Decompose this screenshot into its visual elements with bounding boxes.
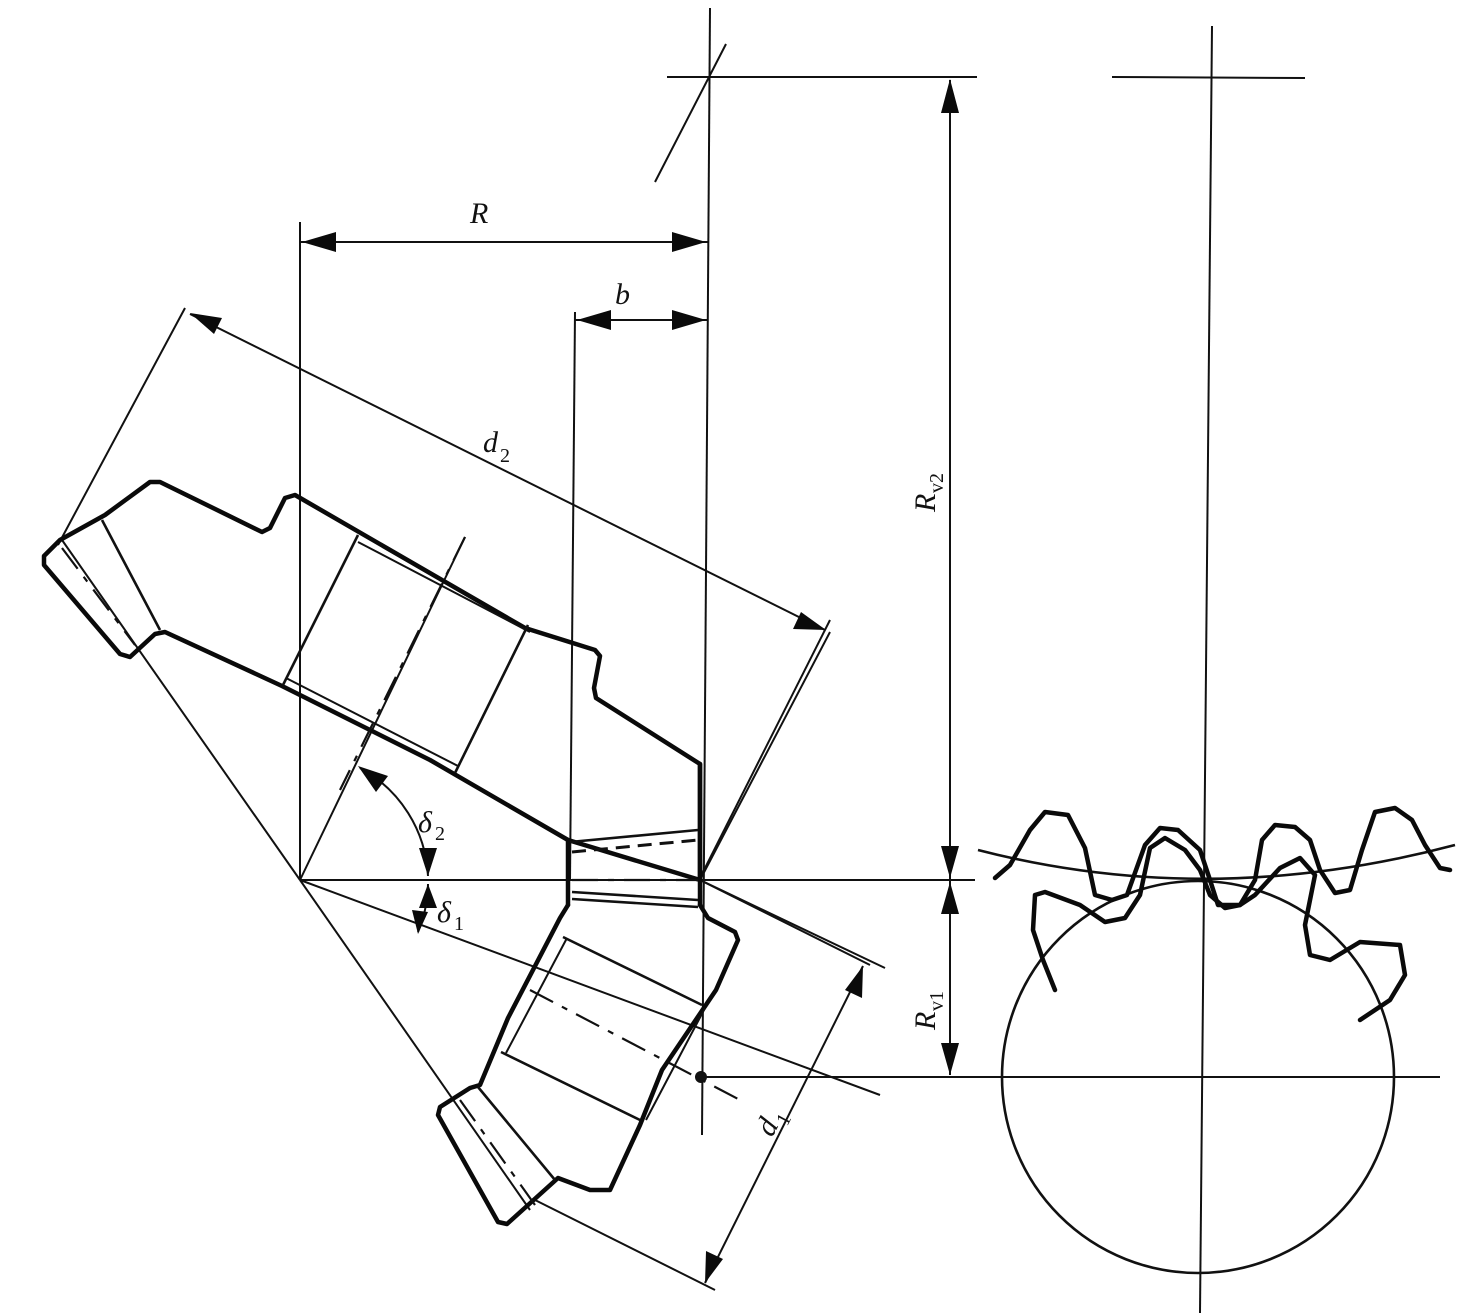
label-d2-sub: 2 [500,445,510,467]
label-b: b [615,278,630,311]
label-d2: d [483,426,499,459]
labels: R b d 2 δ 2 δ 1 R v2 R v1 d 1 [418,197,948,1141]
label-delta1-sub: 1 [454,913,464,935]
virtual-gear [977,805,1456,1275]
label-delta2: δ [418,806,433,839]
label-Rv2-sub: v2 [926,473,948,493]
label-Rv1: R [909,1012,942,1031]
gear-2-body [41,479,703,883]
label-Rv2: R [909,494,942,513]
gear-1-body [435,902,741,1227]
construction-lines [57,7,1440,1313]
label-delta1: δ [437,896,452,929]
dimension-arrows [190,79,959,1283]
label-delta2-sub: 2 [435,823,445,845]
hub-section [565,761,703,909]
label-R: R [469,197,488,230]
label-Rv1-sub: v1 [926,991,948,1011]
